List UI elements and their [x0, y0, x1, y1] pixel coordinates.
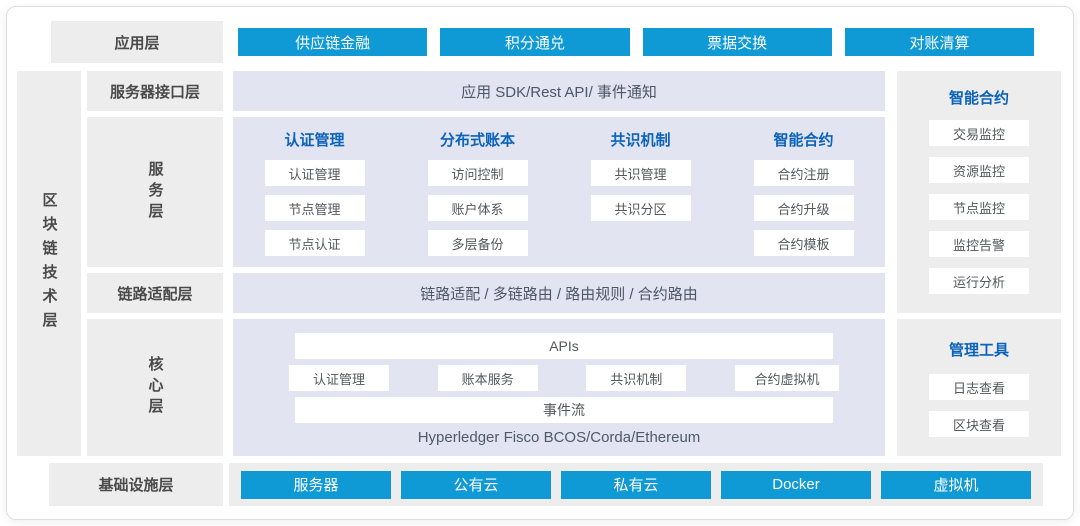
- link-layer-label: 链路适配层: [87, 273, 223, 313]
- core-layer-label: 核心层: [87, 319, 223, 456]
- service-column-ledger: 分布式账本 访问控制 账户体系 多层备份: [396, 129, 559, 267]
- node-auth-management: 认证管理: [264, 160, 365, 186]
- node-log-viewer: 日志查看: [929, 374, 1029, 400]
- service-column-title: 共识机制: [610, 132, 671, 149]
- node-event-stream-bar: 事件流: [295, 397, 833, 423]
- core-layer-panel: APIs 认证管理 账本服务 共识机制 合约虚拟机 事件流 Hyperledge…: [233, 319, 885, 456]
- node-reconciliation-clearing: 对账清算: [844, 28, 1034, 56]
- node-ledger-service: 账本服务: [437, 365, 538, 391]
- node-transaction-monitor: 交易监控: [929, 120, 1029, 146]
- sidebar-panel-smart-contract: 智能合约 交易监控 资源监控 节点监控 监控告警 运行分析: [897, 71, 1061, 313]
- node-apis-bar: APIs: [295, 333, 833, 359]
- core-modules-row: 认证管理 账本服务 共识机制 合约虚拟机: [289, 365, 839, 391]
- node-operation-analysis: 运行分析: [929, 268, 1029, 294]
- node-private-cloud: 私有云: [561, 470, 711, 499]
- node-node-auth: 节点认证: [264, 230, 365, 256]
- node-resource-monitor: 资源监控: [929, 157, 1029, 183]
- node-core-auth-management: 认证管理: [289, 365, 389, 391]
- interface-layer-label: 服务器接口层: [87, 71, 223, 111]
- interface-layer-content: 应用 SDK/Rest API/ 事件通知: [233, 71, 885, 111]
- service-layer-panel: 认证管理 认证管理 节点管理 节点认证 分布式账本 访问控制 账户体系 多层备份…: [233, 117, 885, 267]
- service-column-title: 智能合约: [773, 132, 834, 149]
- sidebar-panel-management-tools: 管理工具 日志查看 区块查看: [897, 319, 1061, 456]
- diagram-card: 应用层 供应链金融 积分通兑 票据交换 对账清算 区块链技术层 服务器接口层 服…: [6, 6, 1074, 520]
- node-docker: Docker: [721, 470, 871, 499]
- service-column-title: 认证管理: [284, 132, 345, 149]
- node-contract-vm: 合约虚拟机: [734, 365, 839, 391]
- infrastructure-layer-label: 基础设施层: [49, 463, 223, 506]
- node-consensus-partition: 共识分区: [590, 195, 691, 221]
- node-node-monitor: 节点监控: [929, 194, 1029, 220]
- node-bill-exchange: 票据交换: [642, 28, 832, 56]
- node-contract-template: 合约模板: [753, 230, 854, 256]
- node-account-system: 账户体系: [427, 195, 528, 221]
- node-virtual-machine: 虚拟机: [881, 470, 1031, 499]
- core-platforms-text: Hyperledger Fisco BCOS/Corda/Ethereum: [417, 429, 701, 446]
- application-layer-label: 应用层: [51, 21, 223, 63]
- node-points-exchange: 积分通兑: [440, 28, 630, 56]
- infrastructure-buttons-band: 服务器 公有云 私有云 Docker 虚拟机: [229, 463, 1043, 506]
- service-column-smart-contract: 智能合约 合约注册 合约升级 合约模板: [722, 129, 885, 267]
- node-node-management: 节点管理: [264, 195, 365, 221]
- link-layer-content: 链路适配 / 多链路由 / 路由规则 / 合约路由: [233, 273, 885, 313]
- node-access-control: 访问控制: [427, 160, 528, 186]
- service-column-consensus: 共识机制 共识管理 共识分区: [559, 129, 722, 267]
- tech-layer-label: 区块链技术层: [17, 71, 81, 456]
- sidebar-panel-title: 智能合约: [948, 90, 1009, 107]
- node-supply-chain-finance: 供应链金融: [238, 28, 428, 56]
- service-layer-label: 服务层: [87, 117, 223, 267]
- node-public-cloud: 公有云: [401, 470, 551, 499]
- node-block-viewer: 区块查看: [929, 411, 1029, 437]
- node-core-consensus: 共识机制: [586, 365, 687, 391]
- service-column-auth: 认证管理 认证管理 节点管理 节点认证: [233, 129, 396, 267]
- node-contract-upgrade: 合约升级: [753, 195, 854, 221]
- application-buttons-row: 供应链金融 积分通兑 票据交换 对账清算: [238, 28, 1034, 56]
- node-monitor-alert: 监控告警: [929, 231, 1029, 257]
- node-multilayer-backup: 多层备份: [427, 230, 528, 256]
- service-column-title: 分布式账本: [439, 132, 515, 149]
- node-consensus-management: 共识管理: [590, 160, 691, 186]
- sidebar-panel-title: 管理工具: [948, 342, 1009, 359]
- node-server: 服务器: [241, 470, 391, 499]
- node-contract-register: 合约注册: [753, 160, 854, 186]
